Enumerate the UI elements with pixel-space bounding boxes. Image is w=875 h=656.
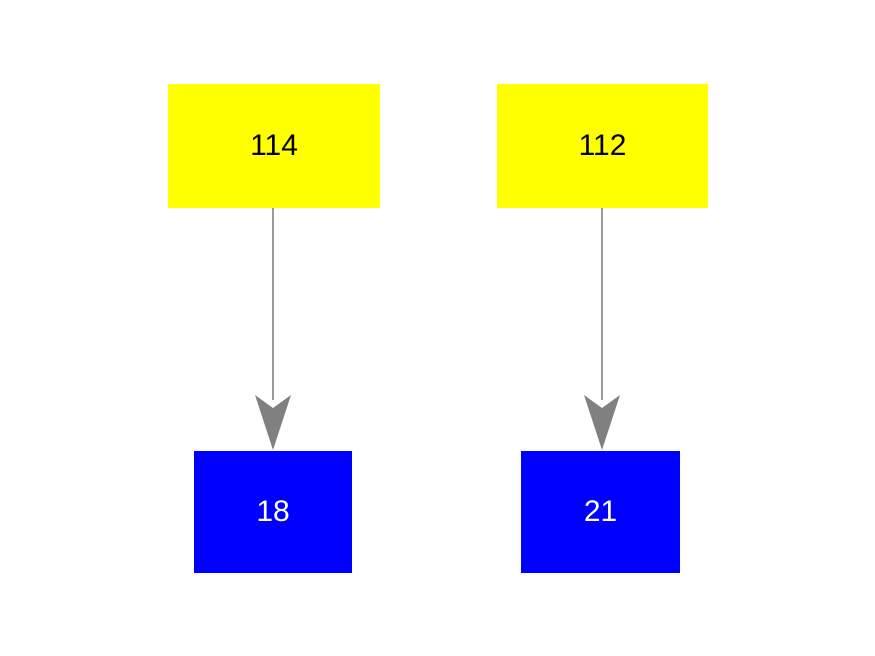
arrowhead-icon [584, 395, 620, 450]
node-114[interactable]: 114 [168, 84, 380, 208]
edge-114-to-18 [255, 208, 291, 450]
arrowhead-icon [255, 395, 291, 450]
edge-112-to-21 [584, 208, 620, 450]
node-18[interactable]: 18 [194, 451, 352, 573]
node-112[interactable]: 112 [497, 84, 708, 208]
node-label: 21 [583, 495, 618, 528]
node-label: 114 [250, 129, 298, 162]
node-21[interactable]: 21 [521, 451, 680, 573]
node-label: 112 [578, 129, 627, 162]
node-label: 18 [256, 495, 290, 528]
